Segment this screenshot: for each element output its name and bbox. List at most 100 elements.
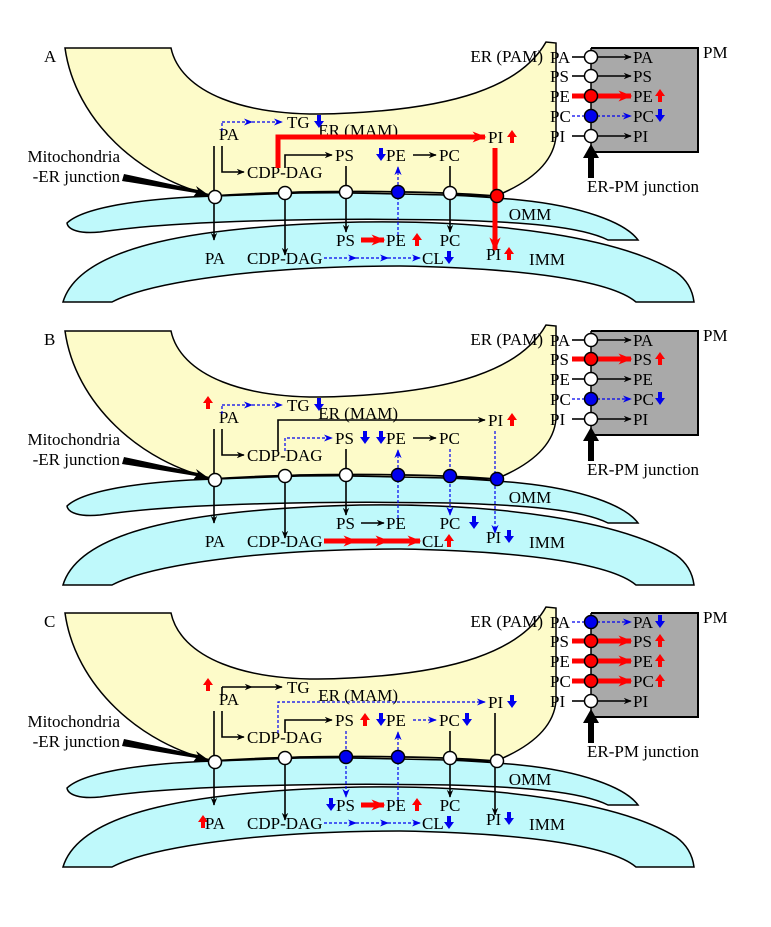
inner-mitochondrial-membrane <box>61 786 695 868</box>
decrease-arrow-icon <box>469 516 479 529</box>
imm-pe-label: PE <box>386 796 406 815</box>
pam-lipid-label: PI <box>550 410 565 429</box>
pam-lipid-label: PA <box>550 48 571 67</box>
er-mam-label: ER (MAM) <box>318 404 398 423</box>
pi-transport-site <box>489 188 505 204</box>
er-pe-label: PE <box>386 711 406 730</box>
er-pm-junction-pointer-icon <box>583 709 599 743</box>
pm-lipid-label: PS <box>633 632 652 651</box>
imm-pc-label: PC <box>440 514 461 533</box>
er-pm-transport-site <box>583 673 599 689</box>
pam-lipid-label: PC <box>550 672 571 691</box>
panel-a: AER (MAM)ER (PAM)PMOMMIMMMitochondria-ER… <box>27 41 728 303</box>
imm-cl-label: CL <box>422 814 444 833</box>
imm-ps-label: PS <box>336 231 355 250</box>
pa-to-cdp-arrow <box>221 711 245 741</box>
er-pa-label: PA <box>219 125 240 144</box>
pm-lipid-label: PS <box>633 67 652 86</box>
pc-transport-site <box>442 468 458 484</box>
decrease-arrow-icon <box>507 695 517 708</box>
decrease-arrow-icon <box>444 816 454 829</box>
pa-transport-site <box>207 189 223 205</box>
imm-pi-label: PI <box>486 245 501 264</box>
increase-arrow-icon <box>655 654 665 667</box>
plasma-membrane <box>591 331 698 435</box>
imm-pa-label: PA <box>205 532 226 551</box>
imm-label: IMM <box>529 533 565 552</box>
er-pm-junction-label: ER-PM junction <box>587 177 699 196</box>
pam-lipid-label: PC <box>550 107 571 126</box>
imm-cdp-dag-label: CDP-DAG <box>247 249 323 268</box>
decrease-arrow-icon <box>655 615 665 628</box>
er-ps-label: PS <box>335 146 354 165</box>
imm-cl-label: CL <box>422 532 444 551</box>
er-pm-transport-site <box>583 371 599 387</box>
mito-er-junction-label: Mitochondria <box>27 147 120 166</box>
mito-er-junction-label: -ER junction <box>33 167 121 186</box>
omm-label: OMM <box>509 205 552 224</box>
pa-transport-site <box>207 754 223 770</box>
pam-lipid-label: PI <box>550 692 565 711</box>
er-cdp-dag-label: CDP-DAG <box>247 446 323 465</box>
er-pi-label: PI <box>488 411 503 430</box>
ps-transport-site <box>338 184 354 200</box>
decrease-arrow-icon <box>655 109 665 122</box>
pm-lipid-label: PE <box>633 652 653 671</box>
er-tg-label: TG <box>287 396 310 415</box>
pam-lipid-label: PC <box>550 390 571 409</box>
er-cdp-dag-label: CDP-DAG <box>247 163 323 182</box>
er-pam-label: ER (PAM) <box>470 47 543 66</box>
pc-transport-site <box>442 750 458 766</box>
imm-pc-label: PC <box>440 231 461 250</box>
pm-lipid-label: PI <box>633 127 648 146</box>
er-ps-label: PS <box>335 711 354 730</box>
decrease-arrow-icon <box>444 251 454 264</box>
decrease-arrow-icon <box>655 392 665 405</box>
pam-lipid-label: PE <box>550 370 570 389</box>
er-pe-label: PE <box>386 429 406 448</box>
ps-transport-site <box>338 749 354 765</box>
imm-pe-label: PE <box>386 514 406 533</box>
cdp-dag-transport-site <box>277 468 293 484</box>
er-pam-label: ER (PAM) <box>470 612 543 631</box>
er-pm-junction-pointer-icon <box>583 427 599 461</box>
mam-contact-line <box>211 473 497 480</box>
pam-lipid-label: PE <box>550 87 570 106</box>
decrease-arrow-icon <box>376 713 386 726</box>
imm-label: IMM <box>529 250 565 269</box>
pm-lipid-label: PI <box>633 410 648 429</box>
pa-transport-site <box>207 472 223 488</box>
panel-c: CER (MAM)ER (PAM)PMOMMIMMMitochondria-ER… <box>27 606 728 868</box>
panel-label: B <box>44 330 55 349</box>
er-pam-label: ER (PAM) <box>470 330 543 349</box>
er-pm-transport-site <box>583 351 599 367</box>
er-pm-transport-site <box>583 614 599 630</box>
decrease-arrow-icon <box>326 798 336 811</box>
plasma-membrane <box>591 48 698 152</box>
increase-arrow-icon <box>203 678 213 691</box>
pa-to-cdp-arrow <box>221 146 245 176</box>
er-tg-label: TG <box>287 113 310 132</box>
plasma-membrane-outline <box>591 47 699 153</box>
er-pm-junction-label: ER-PM junction <box>587 742 699 761</box>
plasma-membrane-outline <box>591 612 699 718</box>
panel-label: A <box>44 47 57 66</box>
increase-arrow-icon <box>198 815 208 828</box>
imm-ps-label: PS <box>336 796 355 815</box>
pc-transport-site <box>442 185 458 201</box>
ps-transport-site <box>338 467 354 483</box>
er-pm-transport-site <box>583 332 599 348</box>
mito-er-junction-label: Mitochondria <box>27 712 120 731</box>
er-cdp-dag-label: CDP-DAG <box>247 728 323 747</box>
er-pm-transport-site <box>583 391 599 407</box>
cdp-to-ps-arrow <box>284 716 333 733</box>
pe-transport-site <box>390 749 406 765</box>
mito-er-junction-pointer-icon <box>122 739 210 762</box>
